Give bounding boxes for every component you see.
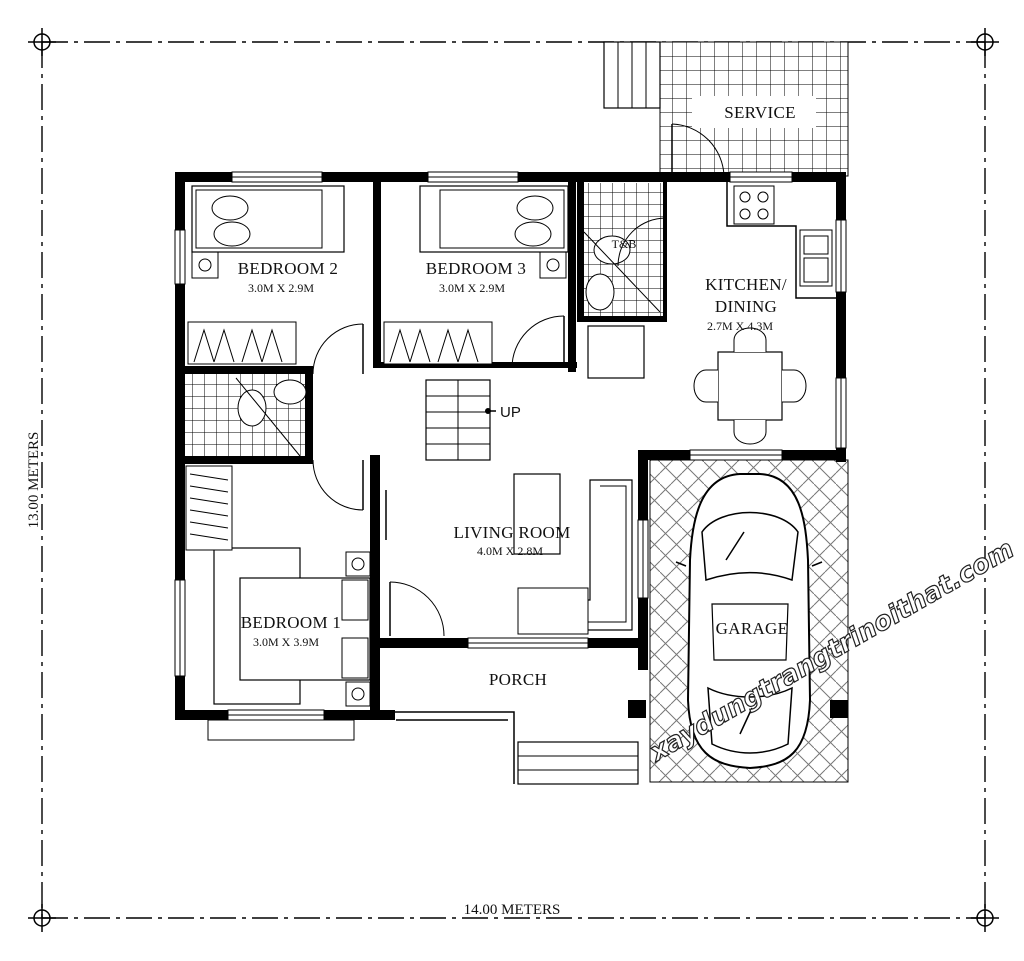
porch-name: PORCH: [489, 670, 547, 689]
dining-set: [693, 327, 807, 445]
living-name: LIVING ROOM: [453, 523, 570, 542]
living-furniture: [513, 473, 633, 635]
bed-bedroom-3: [419, 185, 569, 279]
bedroom3-name: BEDROOM 3: [426, 259, 526, 278]
property-boundary: [28, 28, 999, 932]
garage-name: GARAGE: [716, 619, 789, 638]
bedroom3-size: 3.0M X 2.9M: [439, 281, 505, 295]
porch-steps: [207, 711, 639, 785]
kitchen-size: 2.7M X 4.3M: [707, 319, 773, 333]
bed-bedroom-2: [191, 185, 345, 279]
corner-marker-bottom-right: [971, 904, 999, 932]
doors: [312, 315, 565, 637]
stairs: [425, 379, 496, 461]
kitchen-counter: [726, 182, 836, 299]
tb-name: T&B: [612, 237, 637, 251]
service-area: [603, 41, 849, 177]
windows: [174, 171, 847, 721]
tb-fixtures-left: [235, 377, 307, 457]
car: [675, 473, 823, 770]
width-dimension: 14.00 METERS: [464, 902, 561, 918]
bedroom1-name: BEDROOM 1: [241, 613, 341, 632]
living-size: 4.0M X 2.8M: [477, 544, 543, 558]
louvre-windows: [187, 321, 493, 365]
depth-dimension: 13.00 METERS: [26, 432, 42, 529]
service-name: SERVICE: [724, 103, 796, 122]
kitchen-name-line1: KITCHEN/: [705, 275, 787, 294]
tb-fixtures-top: [583, 217, 667, 313]
bedroom1-size: 3.0M X 3.9M: [253, 635, 319, 649]
kitchen-name-line2: DINING: [715, 297, 777, 316]
bedroom2-size: 3.0M X 2.9M: [248, 281, 314, 295]
room-labels: BEDROOM 2 3.0M X 2.9M BEDROOM 3 3.0M X 2…: [238, 103, 796, 689]
closet-bedroom-1: [185, 465, 233, 551]
bedroom2-name: BEDROOM 2: [238, 259, 338, 278]
corner-marker-top-left: [28, 28, 56, 56]
service-steps: [603, 41, 661, 109]
interior-walls: [185, 182, 667, 464]
stairs-up-label: UP: [500, 404, 521, 421]
bed-bedroom-1: [213, 547, 371, 707]
corner-marker-bottom-left: [28, 904, 56, 932]
refrigerator: [587, 325, 645, 379]
corner-marker-top-right: [971, 28, 999, 56]
